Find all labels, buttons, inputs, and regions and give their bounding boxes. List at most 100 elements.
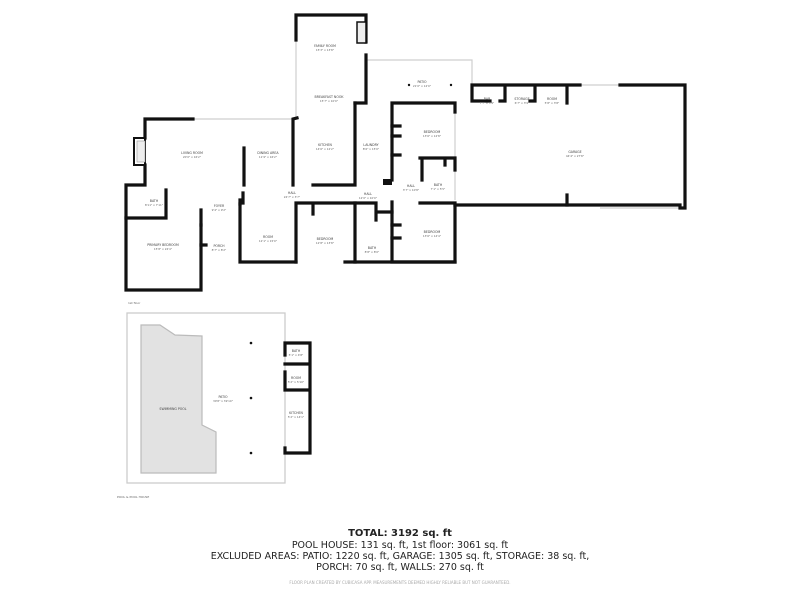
svg-text:44'4" x 27'8": 44'4" x 27'8"	[566, 154, 585, 158]
svg-text:ROOM: ROOM	[263, 235, 273, 239]
svg-text:5'1" x 4'8": 5'1" x 4'8"	[289, 353, 304, 357]
svg-text:24'7" x 3'7": 24'7" x 3'7"	[284, 195, 301, 199]
svg-text:3'7" x 10'8": 3'7" x 10'8"	[403, 188, 420, 192]
svg-text:LAUNDRY: LAUNDRY	[363, 143, 378, 147]
svg-text:13'6" x 12'8": 13'6" x 12'8"	[423, 134, 442, 138]
svg-text:BEDROOM: BEDROOM	[424, 230, 441, 234]
excluded-areas-cont: PORCH: 70 sq. ft, WALLS: 270 sq. ft	[316, 562, 484, 573]
svg-text:BREAKFAST NOOK: BREAKFAST NOOK	[315, 95, 345, 99]
svg-text:DINING AREA: DINING AREA	[257, 151, 279, 155]
svg-text:8'11" x 7'11": 8'11" x 7'11"	[145, 203, 164, 207]
svg-text:8'8" x 8'0": 8'8" x 8'0"	[365, 250, 380, 254]
svg-text:30'8" x 39'10": 30'8" x 39'10"	[213, 399, 234, 403]
svg-text:6'7" x 3'9": 6'7" x 3'9"	[515, 101, 530, 105]
svg-text:8'6" x 15'0": 8'6" x 15'0"	[363, 147, 380, 151]
svg-text:12'8" x 13'8": 12'8" x 13'8"	[316, 241, 335, 245]
svg-text:5'2" x 14'1": 5'2" x 14'1"	[288, 415, 305, 419]
svg-text:11'9" x 16'2": 11'9" x 16'2"	[259, 155, 278, 159]
svg-text:ROOM: ROOM	[291, 376, 301, 380]
svg-text:HALL: HALL	[407, 184, 415, 188]
svg-text:BEDROOM: BEDROOM	[424, 130, 441, 134]
svg-text:12'0" x 10'0": 12'0" x 10'0"	[359, 196, 378, 200]
area-breakdown: POOL HOUSE: 131 sq. ft, 1st floor: 3061 …	[292, 540, 509, 551]
svg-text:7'1" x 5'5": 7'1" x 5'5"	[431, 187, 446, 191]
svg-text:PATIO: PATIO	[218, 395, 228, 399]
svg-text:8'7" x 8'2": 8'7" x 8'2"	[212, 248, 227, 252]
svg-text:13'6" x 14'4": 13'6" x 14'4"	[423, 234, 442, 238]
svg-text:HALL: HALL	[288, 191, 296, 195]
svg-text:ROOM: ROOM	[547, 97, 557, 101]
svg-text:9'4" x 9'2": 9'4" x 9'2"	[212, 208, 227, 212]
svg-text:12'1" x 15'0": 12'1" x 15'0"	[259, 239, 278, 243]
svg-text:PORCH: PORCH	[213, 244, 225, 248]
svg-text:SWIMMING POOL: SWIMMING POOL	[159, 407, 186, 411]
svg-text:GARAGE: GARAGE	[568, 150, 581, 154]
pool-area	[126, 312, 312, 484]
svg-text:15'8" x 24'4": 15'8" x 24'4"	[154, 247, 173, 251]
svg-text:BAR: BAR	[484, 97, 491, 101]
first-floor-caption: 1st floor	[128, 301, 141, 305]
svg-text:BATH: BATH	[292, 349, 301, 353]
svg-text:KITCHEN: KITCHEN	[289, 411, 303, 415]
svg-text:KITCHEN: KITCHEN	[318, 143, 332, 147]
svg-text:15'7" x 10'0": 15'7" x 10'0"	[320, 99, 339, 103]
disclaimer: FLOOR PLAN CREATED BY CUBICASA APP. MEAS…	[289, 580, 510, 585]
svg-text:BATH: BATH	[434, 183, 443, 187]
excluded-areas: EXCLUDED AREAS: PATIO: 1220 sq. ft, GARA…	[211, 551, 590, 562]
svg-text:7'7" x 3'9": 7'7" x 3'9"	[480, 101, 495, 105]
svg-text:5'2" x 5'10": 5'2" x 5'10"	[288, 380, 305, 384]
pool-house-caption: POOL & POOL HOUSE	[117, 495, 149, 499]
patio-outline	[193, 40, 680, 209]
svg-text:FOYER: FOYER	[214, 204, 225, 208]
room-swimming-pool: SWIMMING POOL	[159, 407, 186, 411]
svg-text:5'8" x 3'8": 5'8" x 3'8"	[545, 101, 560, 105]
fireplace	[133, 21, 367, 166]
svg-text:STORAGE: STORAGE	[514, 97, 529, 101]
area-totals: TOTAL: 3192 sq. ft POOL HOUSE: 131 sq. f…	[211, 528, 590, 585]
total-area: TOTAL: 3192 sq. ft	[348, 528, 452, 539]
walls-first-floor	[124, 13, 687, 292]
svg-text:PRIMARY BEDROOM: PRIMARY BEDROOM	[147, 243, 179, 247]
svg-text:BATH: BATH	[368, 246, 377, 250]
svg-text:15'3" x 13'8": 15'3" x 13'8"	[316, 48, 335, 52]
svg-text:HALL: HALL	[364, 192, 372, 196]
svg-text:PATIO: PATIO	[417, 80, 427, 84]
svg-text:LIVING ROOM: LIVING ROOM	[181, 151, 203, 155]
svg-text:BATH: BATH	[150, 199, 159, 203]
svg-text:BEDROOM: BEDROOM	[317, 237, 334, 241]
svg-text:14'6" x 12'2": 14'6" x 12'2"	[316, 147, 335, 151]
svg-text:FAMILY ROOM: FAMILY ROOM	[314, 44, 336, 48]
svg-text:21'0" x 12'0": 21'0" x 12'0"	[413, 84, 432, 88]
